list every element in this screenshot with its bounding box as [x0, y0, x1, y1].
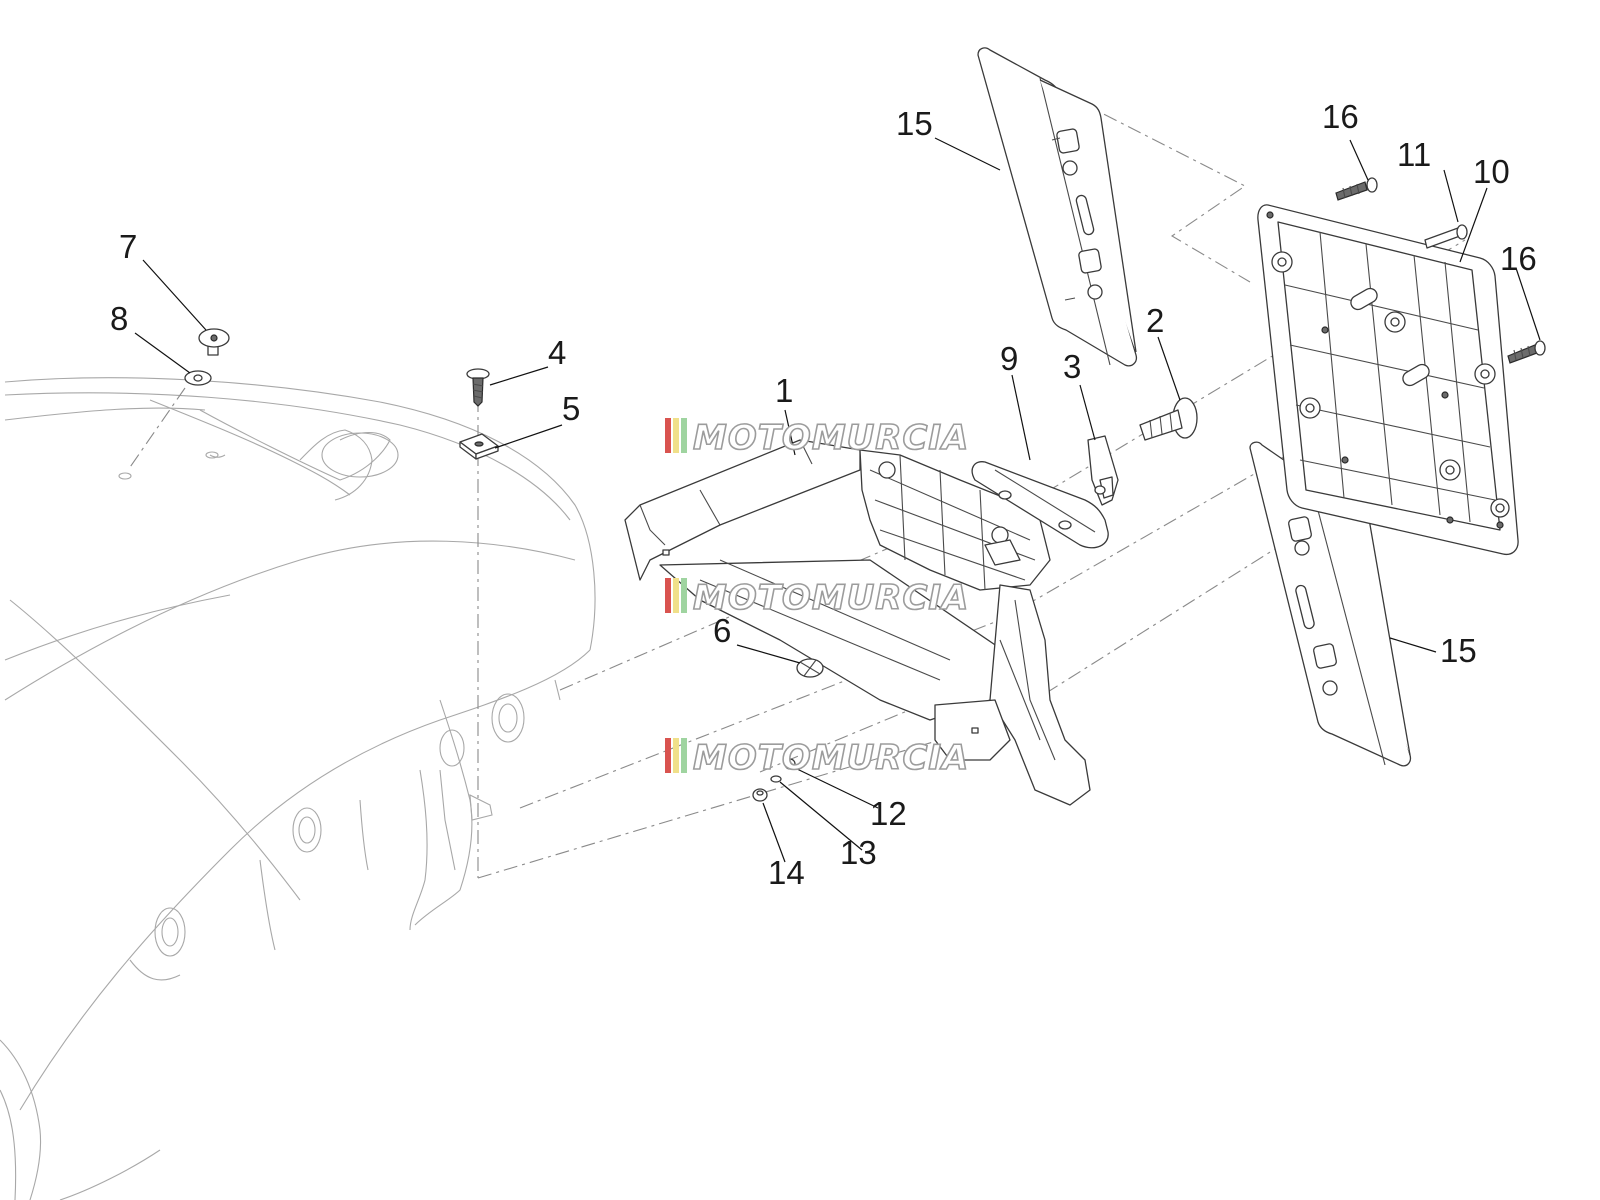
watermark-text-top: MOTOMURCIA	[693, 418, 969, 458]
part-14-spacer	[752, 788, 768, 802]
watermark-text-middle: MOTOMURCIA	[693, 578, 969, 618]
callout-13: 13	[840, 834, 877, 871]
part-5-clip-nut	[459, 433, 499, 460]
callout-14: 14	[768, 854, 805, 891]
callout-12: 12	[870, 795, 907, 832]
callout-3: 3	[1063, 348, 1081, 385]
callout-9: 9	[1000, 340, 1018, 377]
callout-5: 5	[562, 390, 580, 427]
part-2-rivet	[1139, 397, 1198, 441]
callout-7: 7	[119, 228, 137, 265]
callout-1: 1	[775, 372, 793, 409]
rear-body-panel	[0, 377, 596, 1200]
part-3-u-clip	[1087, 435, 1119, 506]
part-4-screw	[466, 368, 490, 407]
callout-15-lower: 15	[1440, 632, 1477, 669]
callout-16-upper: 16	[1322, 98, 1359, 135]
watermark-text-bottom: MOTOMURCIA	[693, 738, 969, 778]
watermark-top: MOTOMURCIA	[665, 417, 969, 459]
part-9-rubber-pad	[971, 461, 1109, 549]
part-11-pin	[1424, 224, 1468, 249]
part-8-washer	[184, 370, 212, 386]
part-10-plate-frame	[1257, 204, 1519, 556]
part-13-washer	[770, 775, 782, 783]
callout-6: 6	[713, 612, 731, 649]
part-15-upper-bracket	[977, 47, 1138, 367]
watermark-bottom: MOTOMURCIA	[665, 737, 969, 779]
watermark-middle: MOTOMURCIA	[665, 577, 969, 619]
callout-16-lower: 16	[1500, 240, 1537, 277]
callout-15-upper: 15	[896, 105, 933, 142]
callout-labels: 1 2 3 4 5 6 7 8 9 10 11 12 13 14 15 15 1…	[110, 98, 1537, 891]
callout-8: 8	[110, 300, 128, 337]
callout-10: 10	[1473, 153, 1510, 190]
callout-11: 11	[1397, 136, 1431, 173]
part-6-push-clip	[796, 658, 824, 678]
callout-4: 4	[548, 334, 566, 371]
part-7-screw	[198, 328, 230, 356]
part-16-screw-lower	[1507, 340, 1546, 364]
part-12-nut	[784, 758, 796, 770]
part-1-plate-holder	[624, 439, 1091, 806]
part-16-screw-upper	[1335, 177, 1378, 201]
callout-leader-lines	[134, 137, 1541, 863]
callout-2: 2	[1146, 302, 1164, 339]
